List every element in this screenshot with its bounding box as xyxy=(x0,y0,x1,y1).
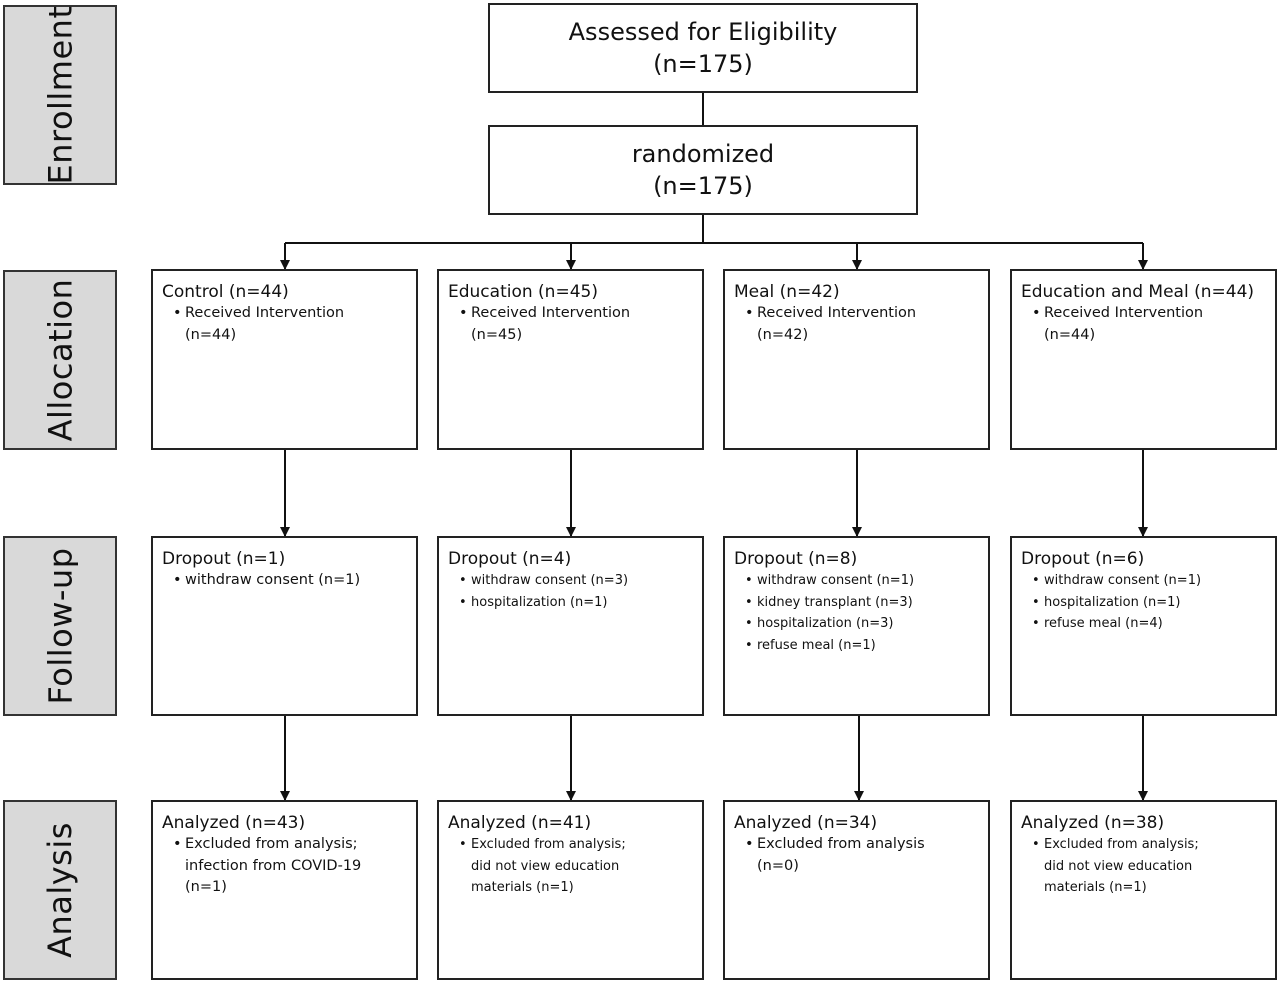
box-item-list: withdraw consent (n=1) hospitalization (… xyxy=(1021,570,1267,635)
box-title: Dropout (n=6) xyxy=(1021,549,1145,569)
allocation-box-control: Control (n=44) Received Intervention (n=… xyxy=(151,269,418,450)
box-item-list: Excluded from analysis (n=0) xyxy=(734,834,980,877)
box-title: Analyzed (n=34) xyxy=(734,813,878,833)
box-item: hospitalization (n=1) xyxy=(459,592,694,614)
box-item: Excluded from analysis; infection from C… xyxy=(173,834,408,899)
box-item-list: Received Intervention (n=44) xyxy=(1021,303,1267,346)
box-item-list: Excluded from analysis; did not view edu… xyxy=(1021,834,1267,899)
box-item-list: Received Intervention (n=45) xyxy=(448,303,694,346)
assessed-count: (n=175) xyxy=(653,50,753,78)
box-item: Excluded from analysis; did not view edu… xyxy=(459,834,694,899)
box-item: Excluded from analysis; did not view edu… xyxy=(1032,834,1267,899)
box-item: Received Intervention (n=44) xyxy=(1032,303,1267,346)
allocation-box-education-meal: Education and Meal (n=44) Received Inter… xyxy=(1010,269,1277,450)
box-title: Education and Meal (n=44) xyxy=(1021,282,1255,302)
box-title: Analyzed (n=43) xyxy=(162,813,306,833)
allocation-box-meal: Meal (n=42) Received Intervention (n=42) xyxy=(723,269,990,450)
stage-label-analysis: Analysis xyxy=(3,800,117,980)
box-item-list: withdraw consent (n=3) hospitalization (… xyxy=(448,570,694,613)
stage-label-allocation: Allocation xyxy=(3,270,117,450)
assessed-box: Assessed for Eligibility (n=175) xyxy=(488,3,918,93)
box-item-list: Received Intervention (n=44) xyxy=(162,303,408,346)
box-title: Dropout (n=4) xyxy=(448,549,572,569)
box-title: Control (n=44) xyxy=(162,282,289,302)
analysis-box-meal: Analyzed (n=34) Excluded from analysis (… xyxy=(723,800,990,980)
box-item: withdraw consent (n=3) xyxy=(459,570,694,592)
box-title: Meal (n=42) xyxy=(734,282,840,302)
box-item: refuse meal (n=1) xyxy=(745,635,980,657)
assessed-title: Assessed for Eligibility xyxy=(568,18,838,46)
allocation-box-education: Education (n=45) Received Intervention (… xyxy=(437,269,704,450)
box-item: Excluded from analysis (n=0) xyxy=(745,834,980,877)
box-item-list: withdraw consent (n=1) kidney transplant… xyxy=(734,570,980,656)
box-item-list: Excluded from analysis; did not view edu… xyxy=(448,834,694,899)
box-title: Education (n=45) xyxy=(448,282,598,302)
followup-box-education: Dropout (n=4) withdraw consent (n=3) hos… xyxy=(437,536,704,716)
followup-box-meal: Dropout (n=8) withdraw consent (n=1) kid… xyxy=(723,536,990,716)
stage-label-enrollment: Enrollment xyxy=(3,5,117,185)
stage-label-followup: Follow-up xyxy=(3,536,117,716)
box-title: Dropout (n=1) xyxy=(162,549,286,569)
analysis-box-control: Analyzed (n=43) Excluded from analysis; … xyxy=(151,800,418,980)
box-item: kidney transplant (n=3) xyxy=(745,592,980,614)
box-title: Analyzed (n=41) xyxy=(448,813,592,833)
box-item: withdraw consent (n=1) xyxy=(1032,570,1267,592)
box-title: Analyzed (n=38) xyxy=(1021,813,1165,833)
box-item-list: Excluded from analysis; infection from C… xyxy=(162,834,408,899)
box-title: Dropout (n=8) xyxy=(734,549,858,569)
randomized-title: randomized xyxy=(631,140,775,168)
followup-box-control: Dropout (n=1) withdraw consent (n=1) xyxy=(151,536,418,716)
box-item: hospitalization (n=3) xyxy=(745,613,980,635)
box-item: withdraw consent (n=1) xyxy=(173,570,408,592)
box-item-list: Received Intervention (n=42) xyxy=(734,303,980,346)
analysis-box-education: Analyzed (n=41) Excluded from analysis; … xyxy=(437,800,704,980)
randomized-count: (n=175) xyxy=(653,172,753,200)
box-item-list: withdraw consent (n=1) xyxy=(162,570,408,592)
analysis-box-education-meal: Analyzed (n=38) Excluded from analysis; … xyxy=(1010,800,1277,980)
box-item: hospitalization (n=1) xyxy=(1032,592,1267,614)
box-item: Received Intervention (n=45) xyxy=(459,303,694,346)
followup-box-education-meal: Dropout (n=6) withdraw consent (n=1) hos… xyxy=(1010,536,1277,716)
box-item: withdraw consent (n=1) xyxy=(745,570,980,592)
box-item: Received Intervention (n=44) xyxy=(173,303,408,346)
randomized-box: randomized (n=175) xyxy=(488,125,918,215)
box-item: refuse meal (n=4) xyxy=(1032,613,1267,635)
box-item: Received Intervention (n=42) xyxy=(745,303,980,346)
